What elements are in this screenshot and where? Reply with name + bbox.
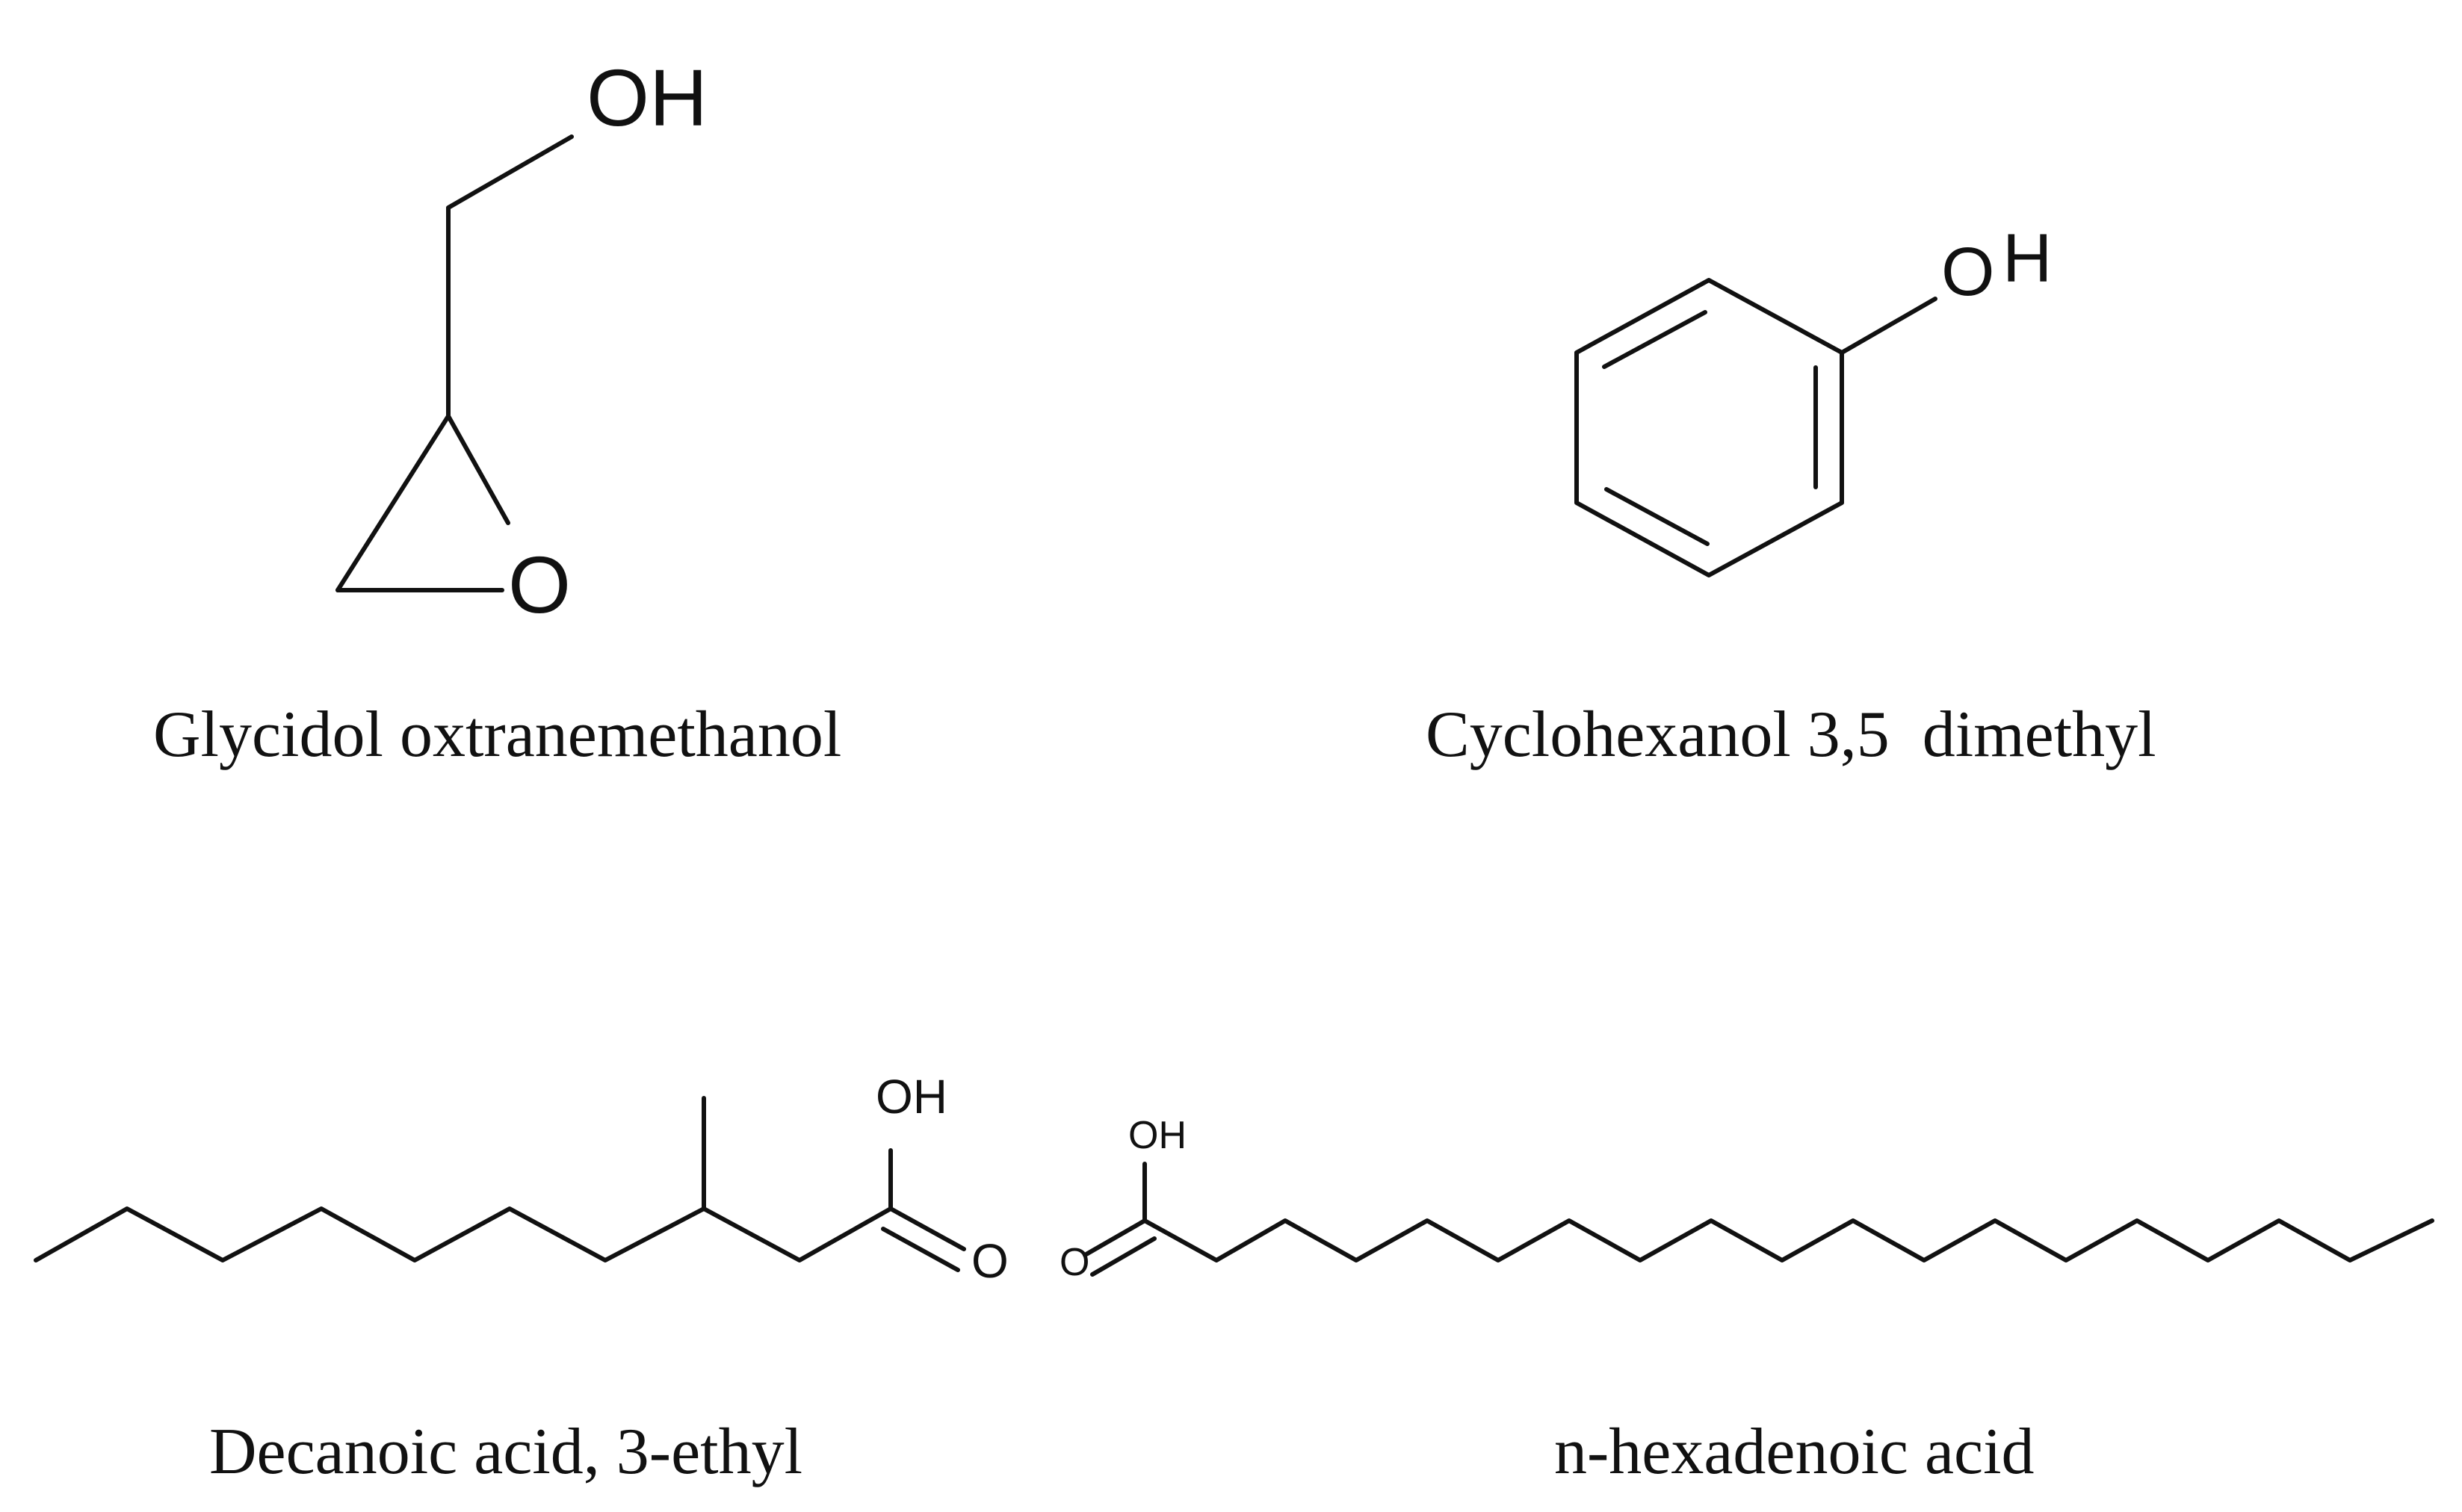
glycidol-ring-bond-left (335, 414, 451, 592)
glycidol-ring-bond-right (446, 414, 510, 525)
decanoic-acid-backbone (34, 1206, 893, 1262)
hexadenoic-acid-c-o-double-bond-1 (1083, 1218, 1147, 1257)
hexadenoic-acid-carbonyl-oxygen-label: O (1060, 1241, 1089, 1284)
decanoic-acid-caption: Decanoic acid, 3-ethyl (209, 1416, 803, 1488)
decanoic-acid-c-o-double-bond-2 (881, 1227, 960, 1272)
cyclohexanol-caption: Cyclohexanol 3,5 dimethyl (1426, 698, 2156, 771)
cyclohexanol-double-bond-1 (1602, 310, 1707, 369)
cyclohexanol-double-bond-3 (1604, 487, 1710, 546)
decanoic-acid-structure: OH O (34, 1070, 1009, 1288)
decanoic-acid-carbonyl-oxygen-label: O (971, 1234, 1009, 1288)
glycidol-caption: Glycidol oxtranemethanol (153, 698, 842, 771)
cyclohexanol-ring (1574, 278, 1844, 577)
cyclohexanol-c-o-bond (1840, 297, 1937, 355)
glycidol-structure: OH O (335, 52, 708, 630)
hexadenoic-acid-backbone (1142, 1218, 2434, 1262)
glycidol-ch2oh-bonds (446, 134, 574, 418)
hexadenoic-acid-hydroxyl-label: OH (1128, 1114, 1187, 1157)
hexadenoic-acid-caption: n-hexadenoic acid (1554, 1416, 2035, 1488)
hexadenoic-acid-c-o-double-bond-2 (1090, 1236, 1157, 1277)
cyclohexanol-structure: O H (1574, 220, 2052, 577)
hexadenoic-acid-structure: OH O (1060, 1114, 2434, 1284)
cyclohexanol-hydroxyl-h-label: H (2002, 220, 2052, 297)
glycidol-ring-oxygen-label: O (508, 539, 571, 630)
decanoic-acid-hydroxyl-label: OH (876, 1070, 947, 1124)
cyclohexanol-hydroxyl-o-label: O (1941, 234, 1995, 310)
glycidol-hydroxyl-label: OH (587, 52, 708, 143)
decanoic-acid-c-o-double-bond-1 (888, 1206, 966, 1251)
